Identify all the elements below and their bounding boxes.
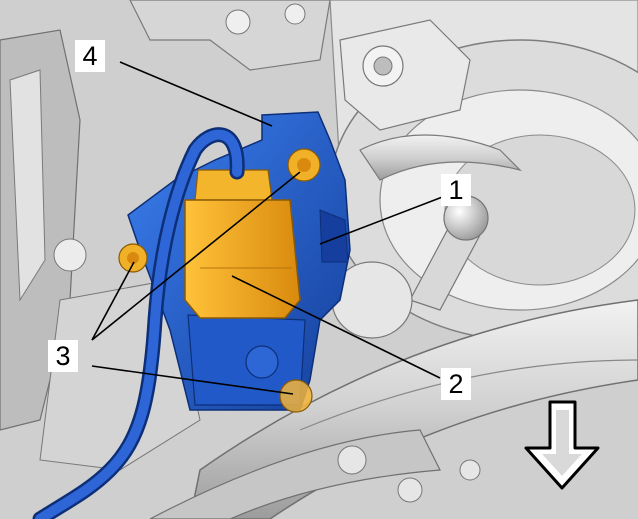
leader-lines [91,61,446,395]
callout-1: 1 [441,174,471,206]
callout-2: 2 [441,368,471,400]
sensor-connector [184,199,301,319]
down-arrow-icon [524,400,600,490]
callout-4: 4 [75,40,105,72]
callout-3: 3 [48,340,78,372]
bolt-lower [279,379,313,413]
